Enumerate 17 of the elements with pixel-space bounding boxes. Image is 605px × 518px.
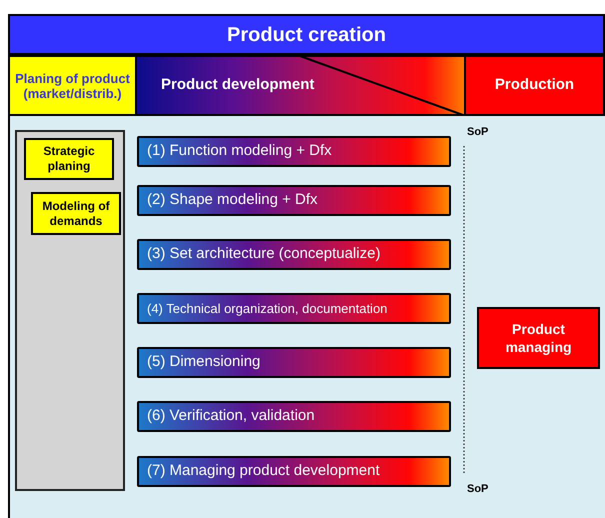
process-bar: (6) Verification, validation (137, 401, 451, 432)
process-bar: (3) Set architecture (conceptualize) (137, 239, 451, 270)
phase-header: Planing of product (market/distrib.) (8, 55, 137, 116)
title-band: Product creation (8, 14, 605, 55)
process-bar: (7) Managing product development (137, 456, 451, 487)
process-bar: (5) Dimensioning (137, 347, 451, 378)
milestone-label: SoP (467, 482, 488, 497)
process-bar: (2) Shape modeling + Dfx (137, 185, 451, 216)
task-box: Strategic planing (24, 138, 114, 180)
milestone-label: SoP (467, 125, 488, 140)
process-bar: (4) Technical organization, documentation (137, 293, 451, 324)
task-box: Modeling of demands (31, 192, 121, 235)
process-box: Product managing (477, 307, 600, 369)
process-bar: (1) Function modeling + Dfx (137, 136, 451, 167)
phase-header: Product development (137, 55, 464, 116)
phase-header: Production (464, 55, 605, 116)
panel-box (15, 130, 125, 491)
